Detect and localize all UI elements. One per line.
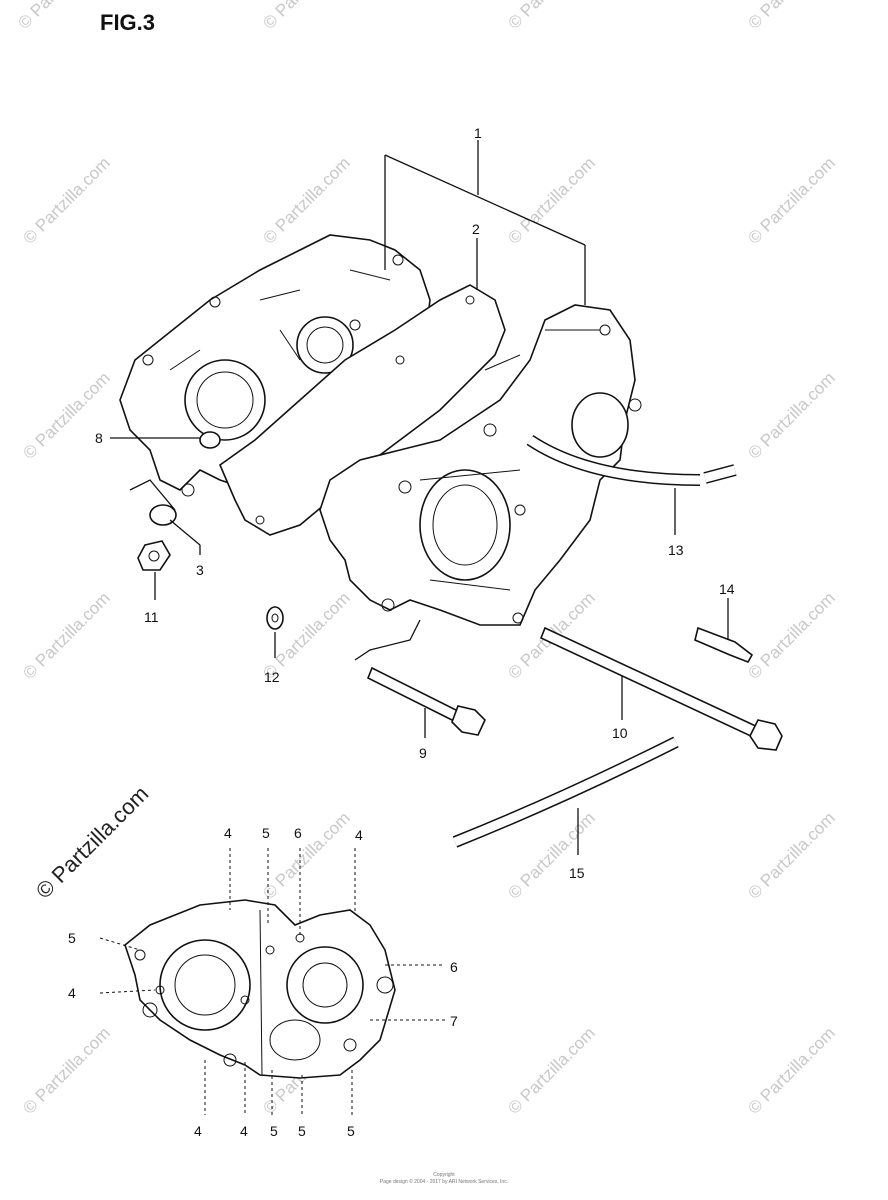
- washer-part-12: [266, 606, 284, 630]
- watermark-text: © Partzilla.com: [744, 588, 838, 682]
- detail-right-bore: [286, 946, 364, 1024]
- right-side-bore: [571, 392, 629, 458]
- watermark-large-text: © Partzilla.com: [31, 781, 154, 904]
- callout-2: 2: [472, 221, 480, 237]
- watermark-text: © Partzilla.com: [259, 808, 353, 902]
- detail-callout-left: 5: [68, 930, 76, 946]
- callout-9: 9: [419, 745, 427, 761]
- detail-callout-top: 5: [262, 825, 270, 841]
- detail-callout-right: 7: [450, 1013, 458, 1029]
- watermark-text: © Partzilla.com: [259, 153, 353, 247]
- watermark-text: © Partzilla.com: [19, 153, 113, 247]
- detail-callout-bottom: 5: [270, 1123, 278, 1139]
- watermark-text: © Partzilla.com: [504, 808, 598, 902]
- crankcase-gasket: [219, 284, 506, 536]
- right-crankcase-half: [319, 304, 636, 626]
- watermark-text: © Partzilla.com: [504, 1023, 598, 1117]
- watermark-text: © Partzilla.com: [19, 368, 113, 462]
- watermark-text: © Partzilla.com: [744, 808, 838, 902]
- clamp-part-14: [694, 626, 754, 663]
- watermark-text: © Partzilla.com: [14, 0, 108, 33]
- detail-callout-bottom: 5: [298, 1123, 306, 1139]
- callout-13: 13: [668, 542, 684, 558]
- callout-8: 8: [95, 430, 103, 446]
- watermark-text: © Partzilla.com: [744, 1023, 838, 1117]
- nut-part-11: [137, 540, 171, 571]
- watermark-text: © Partzilla.com: [19, 1023, 113, 1117]
- dowel-pin-part-3: [149, 504, 177, 526]
- detail-callout-bottom: 4: [194, 1123, 202, 1139]
- footer-page-design: Page design © 2004 - 2017 by ARI Network…: [380, 1178, 508, 1185]
- left-upper-bore: [296, 316, 354, 374]
- watermark-text: © Partzilla.com: [504, 0, 598, 33]
- callout-14: 14: [719, 581, 735, 597]
- watermark-text: © Partzilla.com: [744, 368, 838, 462]
- detail-callout-top: 4: [355, 827, 363, 843]
- bolt-part-9: [366, 666, 486, 736]
- callout-15: 15: [569, 865, 585, 881]
- watermark-text: © Partzilla.com: [744, 0, 838, 33]
- footer-copyright: Copyright: [433, 1172, 455, 1178]
- oil-seal-part-8: [199, 431, 221, 449]
- figure-title: FIG.3: [100, 10, 155, 35]
- callout-3: 3: [196, 562, 204, 578]
- detail-callout-bottom: 5: [347, 1123, 355, 1139]
- bracket-part-1: [384, 140, 586, 305]
- callout-12: 12: [264, 669, 280, 685]
- detail-leader-lines: [99, 848, 445, 1115]
- watermark-text: © Partzilla.com: [744, 153, 838, 247]
- callout-1: 1: [474, 125, 482, 141]
- detail-callout-top: 4: [224, 825, 232, 841]
- long-bolt-part-10: [539, 626, 783, 751]
- callout-11: 11: [144, 609, 159, 625]
- watermark-text: © Partzilla.com: [504, 153, 598, 247]
- leader-line: [169, 519, 201, 546]
- watermark-text: © Partzilla.com: [19, 588, 113, 682]
- callout-10: 10: [612, 725, 628, 741]
- detail-callout-bottom: 4: [240, 1123, 248, 1139]
- crankcase-detail-view: [124, 899, 396, 1079]
- watermark-text: © Partzilla.com: [259, 0, 353, 33]
- detail-left-bore: [159, 939, 251, 1031]
- detail-callout-right: 6: [450, 959, 458, 975]
- right-bearing-bore: [419, 469, 511, 581]
- detail-callout-top: 6: [294, 825, 302, 841]
- detail-callout-left: 4: [68, 985, 76, 1001]
- crankcase-assembly-drawing: [119, 234, 642, 661]
